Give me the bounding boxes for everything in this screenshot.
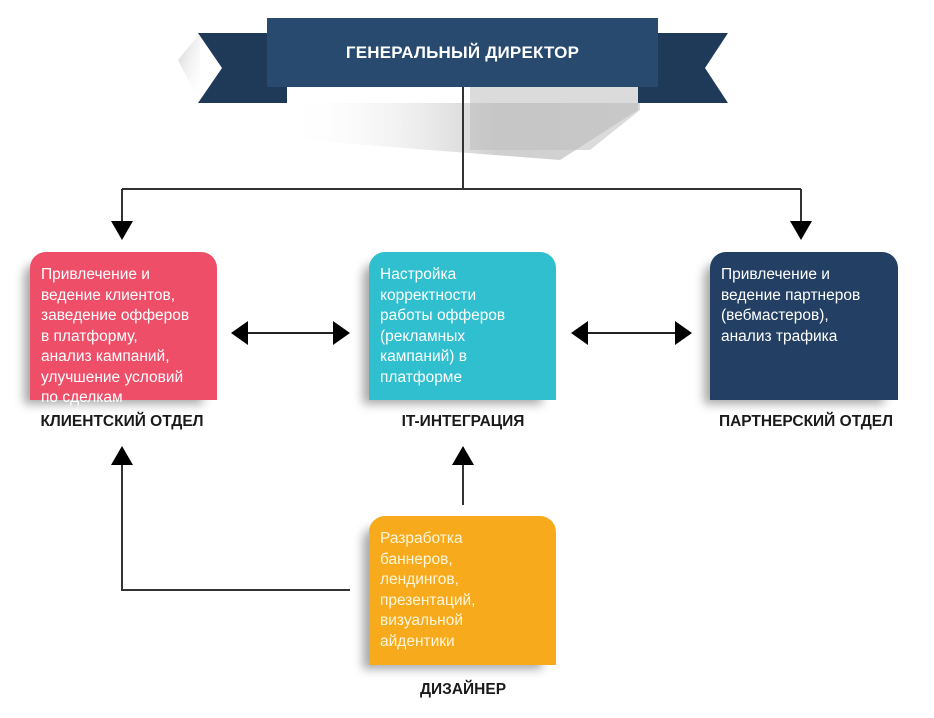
description-line: корректности: [380, 286, 477, 304]
designer-box: Разработка баннеров, лендингов, презента…: [369, 516, 556, 665]
description-line: Настройка: [380, 266, 457, 283]
client-department-label: КЛИЕНТСКИЙ ОТДЕЛ: [40, 413, 204, 430]
description-line: улучшение условий: [41, 368, 184, 386]
arrow-right-head: [675, 321, 692, 345]
description-line: баннеров,: [380, 550, 453, 568]
connector-designer-client: [111, 446, 350, 591]
description-line: кампаний) в: [380, 348, 467, 365]
arrow-up-to-client: [111, 446, 133, 465]
description-line: Разработка: [380, 530, 463, 547]
arrow-up-to-it: [452, 446, 474, 465]
description-line: визуальной: [380, 612, 463, 629]
arrow-down-to-partner: [790, 221, 812, 240]
description-line: по сделкам: [41, 389, 123, 406]
arrow-left-head: [571, 321, 588, 345]
banner-body: [267, 18, 658, 87]
description-line: в платформу,: [41, 327, 138, 345]
arrow-left-head: [231, 321, 248, 345]
description-line: (вебмастеров),: [721, 307, 829, 324]
description-line: Привлечение и: [41, 266, 150, 283]
connector-designer-it: [452, 446, 474, 505]
description-line: айдентики: [380, 632, 455, 650]
ceo-title: ГЕНЕРАЛЬНЫЙ ДИРЕКТОР: [345, 42, 580, 62]
description-line: лендингов,: [380, 571, 459, 588]
it-integration-label: IT-ИНТЕГРАЦИЯ: [401, 413, 525, 430]
it-integration-box: Настройка корректности работы офферов (р…: [369, 252, 556, 400]
description-line: Привлечение и: [721, 266, 830, 283]
banner-tail-left: [198, 33, 287, 103]
description-line: ведение клиентов,: [41, 286, 176, 304]
description-line: презентаций,: [380, 591, 476, 609]
description-line: платформе: [380, 368, 463, 386]
connector-head-to-departments: [121, 87, 802, 222]
description-line: анализ кампаний,: [41, 348, 170, 365]
banner-tail-right: [638, 33, 728, 103]
arrow-down-to-client: [111, 221, 133, 240]
partner-department-box: Привлечение и ведение партнеров (вебмаст…: [710, 252, 898, 400]
arrow-right-head: [333, 321, 350, 345]
designer-label: ДИЗАЙНЕР: [419, 681, 507, 698]
description-line: заведение офферов: [41, 307, 190, 324]
connector-client-it: [231, 321, 350, 345]
description-line: работы офферов: [380, 307, 506, 324]
description-line: (рекламных: [380, 327, 466, 345]
description-line: анализ трафика: [721, 327, 838, 345]
description-line: ведение партнеров: [721, 286, 861, 304]
connector-it-partner: [571, 321, 692, 345]
client-department-box: Привлечение и ведение клиентов, заведени…: [30, 252, 217, 406]
partner-department-label: ПАРТНЕРСКИЙ ОТДЕЛ: [718, 413, 894, 430]
